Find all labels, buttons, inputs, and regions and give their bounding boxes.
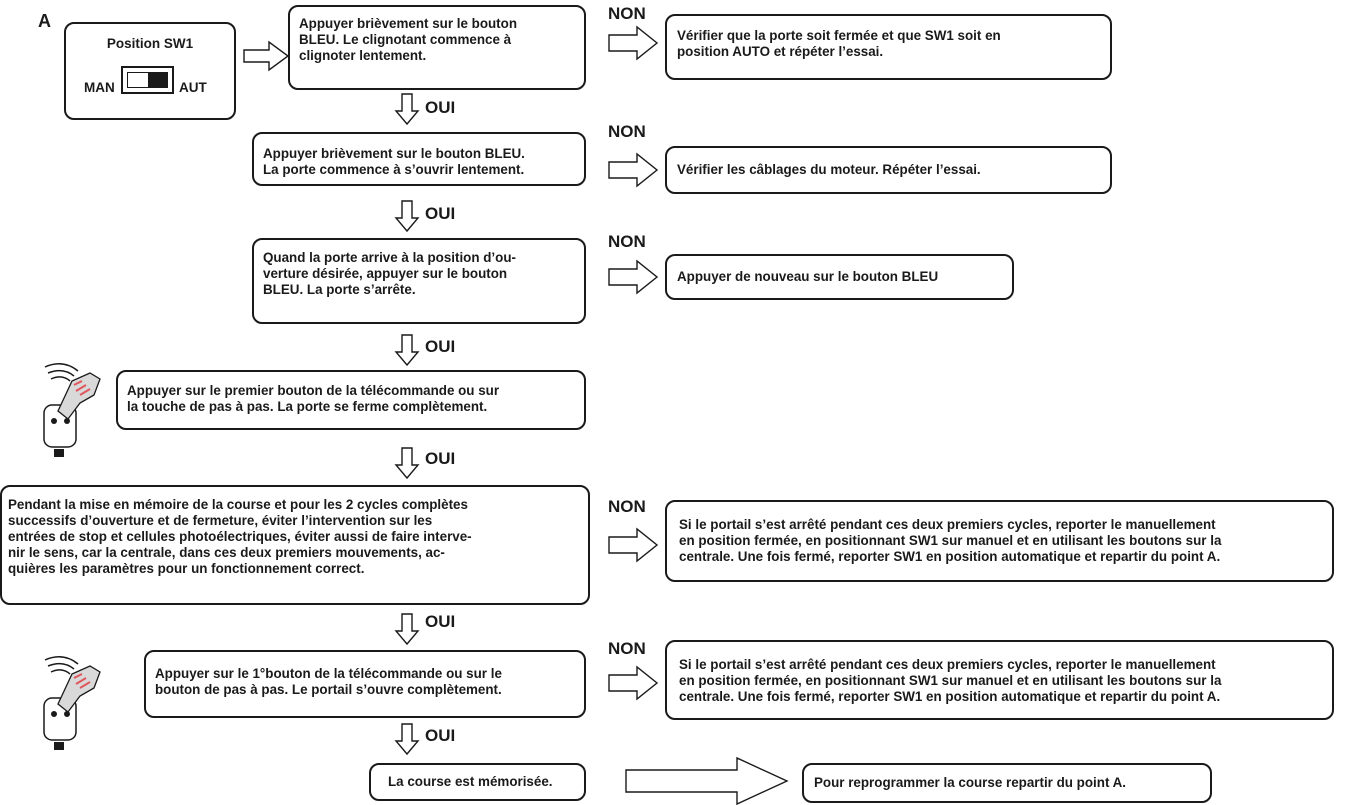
non-result-2-box: Vérifier les câblages du moteur. Répéter… (665, 146, 1112, 194)
non-result-1-text: Vérifier que la porte soit fermée et que… (677, 28, 1001, 59)
right-arrow-icon (625, 756, 789, 805)
oui-label-2: OUI (425, 204, 456, 223)
down-arrow-icon (394, 723, 420, 756)
sw1-switch-icon (121, 66, 174, 94)
final-result-box: Pour reprogrammer la course repartir du … (802, 763, 1212, 803)
non-result-5-text: Si le portail s’est arrêté pendant ces d… (679, 657, 1222, 704)
sw1-man-label: MAN (84, 80, 115, 95)
step-6-box: Appuyer sur le 1°bouton de la télécomman… (144, 650, 586, 718)
non-label-5: NON (608, 639, 646, 658)
step-6-text: Appuyer sur le 1°bouton de la télécomman… (155, 666, 502, 697)
sw1-title: Position SW1 (106, 36, 194, 51)
non-result-4-box: Si le portail s’est arrêté pendant ces d… (665, 500, 1334, 582)
step-5-text: Pendant la mise en mémoire de la course … (8, 497, 472, 576)
right-arrow-icon (608, 527, 659, 563)
oui-label-3: OUI (425, 337, 456, 356)
right-arrow-icon (608, 152, 659, 188)
non-label-4: NON (608, 497, 646, 516)
sw1-position-box: Position SW1 MAN AUT (64, 22, 236, 120)
step-1-text: Appuyer brièvement sur le bouton BLEU. L… (299, 16, 518, 63)
down-arrow-icon (394, 613, 420, 646)
non-label-1: NON (608, 4, 646, 23)
down-arrow-icon (394, 334, 420, 367)
non-result-3-text: Appuyer de nouveau sur le bouton BLEU (677, 269, 939, 284)
remote-control-icon (43, 363, 101, 457)
non-result-5-box: Si le portail s’est arrêté pendant ces d… (665, 640, 1334, 720)
oui-label-5: OUI (425, 612, 456, 631)
non-result-2-text: Vérifier les câblages du moteur. Répéter… (677, 162, 981, 177)
right-arrow-icon (608, 25, 659, 61)
oui-label-4: OUI (425, 449, 456, 468)
non-result-1-box: Vérifier que la porte soit fermée et que… (665, 14, 1112, 80)
down-arrow-icon (394, 200, 420, 233)
step-1-box: Appuyer brièvement sur le bouton BLEU. L… (288, 5, 586, 90)
step-2-box: Appuyer brièvement sur le bouton BLEU. L… (252, 132, 586, 186)
sw1-aut-label: AUT (179, 80, 207, 95)
oui-label-6: OUI (425, 726, 456, 745)
down-arrow-icon (394, 447, 420, 480)
remote-control-icon (43, 656, 101, 750)
non-label-2: NON (608, 122, 646, 141)
oui-label-1: OUI (425, 98, 456, 117)
step-4-box: Appuyer sur le premier bouton de la télé… (116, 370, 586, 430)
step-5-box: Pendant la mise en mémoire de la course … (0, 485, 590, 605)
step-4-text: Appuyer sur le premier bouton de la télé… (127, 383, 500, 414)
down-arrow-icon (394, 93, 420, 126)
non-result-4-text: Si le portail s’est arrêté pendant ces d… (679, 517, 1222, 564)
right-arrow-icon (608, 665, 659, 701)
step-3-text: Quand la porte arrive à la position d’ou… (263, 250, 516, 297)
final-result-text: Pour reprogrammer la course repartir du … (814, 775, 1127, 790)
point-a-label: A (38, 11, 51, 31)
non-label-3: NON (608, 232, 646, 251)
step-3-box: Quand la porte arrive à la position d’ou… (252, 238, 586, 324)
step-2-text: Appuyer brièvement sur le bouton BLEU. L… (263, 146, 525, 177)
right-arrow-icon (608, 259, 659, 295)
non-result-3-box: Appuyer de nouveau sur le bouton BLEU (665, 254, 1014, 300)
step-7-text: La course est mémorisée. (388, 774, 553, 789)
right-arrow-icon (243, 40, 290, 72)
step-7-box: La course est mémorisée. (369, 763, 586, 801)
